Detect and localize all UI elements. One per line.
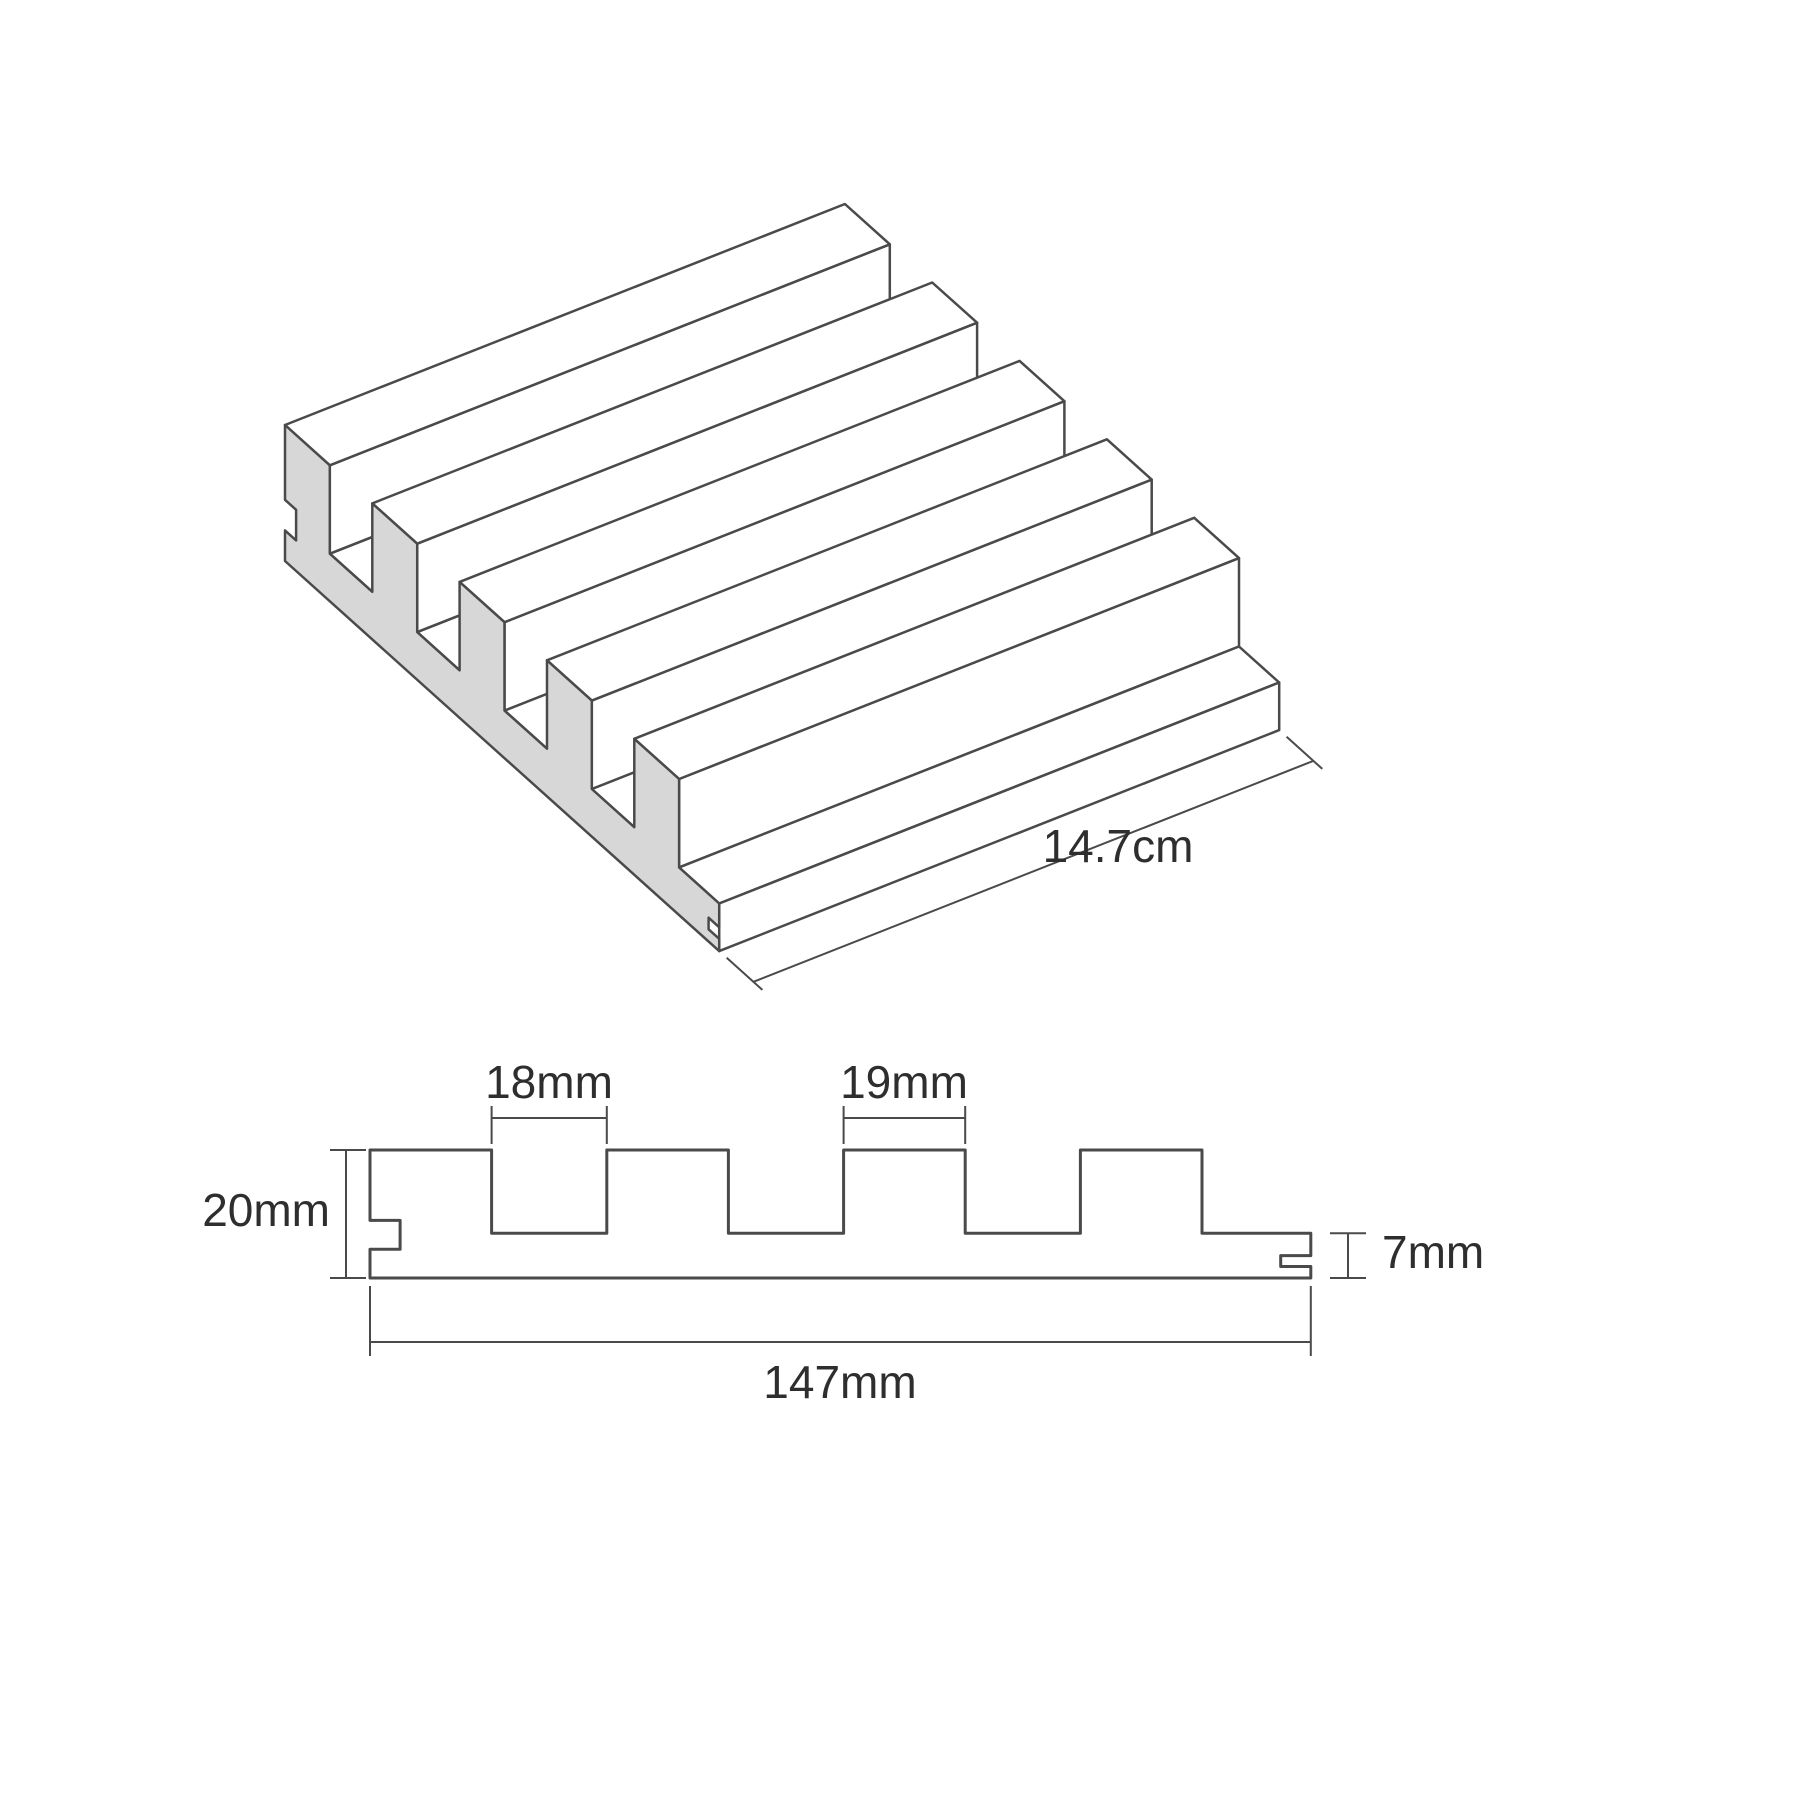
isometric-panel-view [283, 202, 1281, 953]
panel-length-label: 14.7cm [1043, 820, 1194, 872]
extension-line [726, 957, 764, 991]
front-section-face [283, 423, 721, 953]
cross-section-view [368, 1148, 1313, 1280]
dimension-line [753, 759, 1314, 983]
base-thickness-label: 7mm [1382, 1226, 1484, 1278]
groove-width-label: 18mm [485, 1056, 613, 1108]
slat-width-label: 19mm [840, 1056, 968, 1108]
cross-section-dimension-lines [330, 1106, 1366, 1356]
extension-line [1285, 736, 1323, 770]
section-profile [368, 1148, 1313, 1280]
panel-thickness-label: 20mm [202, 1184, 330, 1236]
base-edge-face [717, 681, 1281, 953]
panel-width-label: 147mm [763, 1356, 916, 1408]
isometric-dimension-lines [726, 736, 1323, 991]
